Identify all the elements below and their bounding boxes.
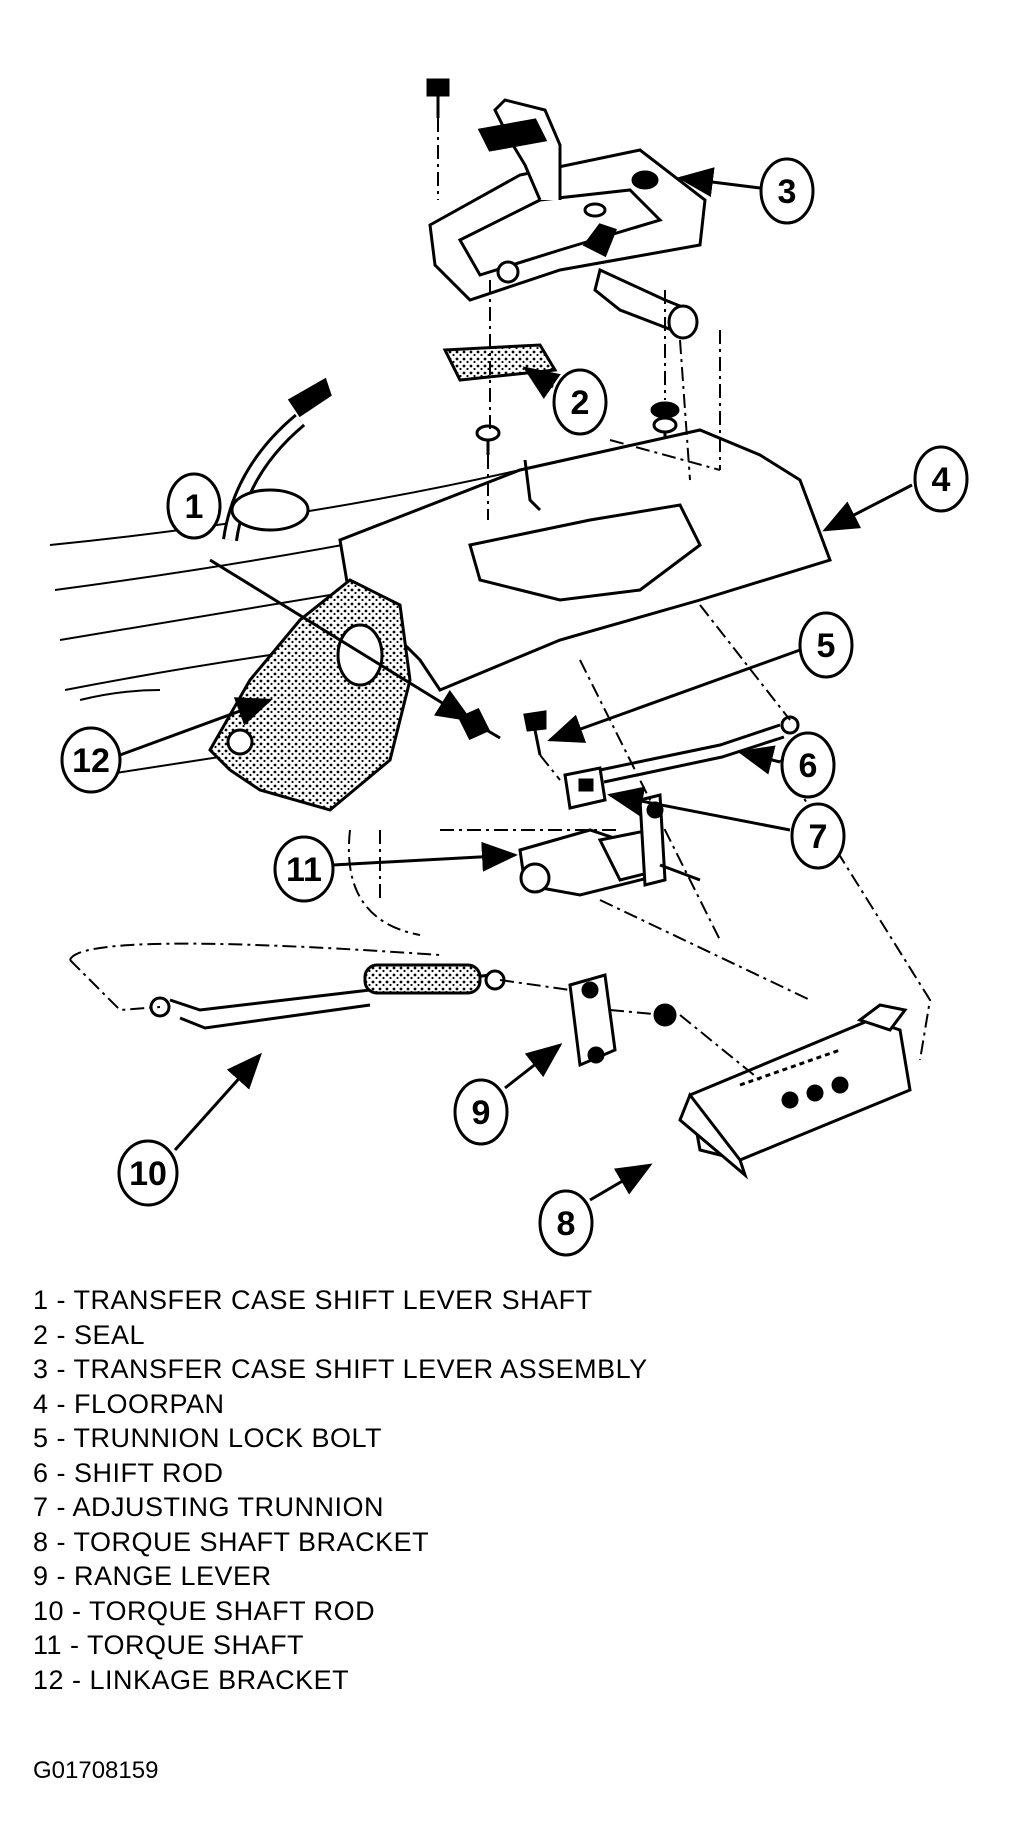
callout-7: 7 — [790, 802, 846, 870]
legend-item: 1 - TRANSFER CASE SHIFT LEVER SHAFT — [33, 1285, 593, 1315]
seal — [442, 343, 558, 382]
legend-item: 4 - FLOORPAN — [33, 1388, 225, 1419]
callout-5: 5 — [798, 611, 854, 679]
callout-8-label: 8 — [557, 1205, 576, 1243]
callout-8: 8 — [538, 1189, 594, 1257]
range-lever — [568, 973, 677, 1068]
legend-item: 7 - ADJUSTING TRUNNION — [33, 1492, 385, 1522]
callout-11: 11 — [273, 835, 335, 903]
shift-rod — [599, 715, 800, 784]
callout-2: 2 — [552, 368, 608, 436]
callout-1: 1 — [166, 472, 222, 540]
legend-item: 6 - SHIFT ROD — [33, 1457, 224, 1488]
legend-item: 5 - TRUNNION LOCK BOLT — [33, 1423, 383, 1453]
callout-3: 3 — [759, 157, 815, 225]
callouts: 1 2 3 4 5 6 7 8 — [60, 157, 969, 1257]
callout-5-label: 5 — [817, 627, 836, 665]
shift-lever-shaft-fitting — [457, 708, 501, 740]
callout-3-label: 3 — [778, 173, 797, 211]
trunnion-lock-bolt — [523, 710, 547, 756]
exploded-linkage-diagram: 1 2 3 4 5 6 7 8 — [49, 78, 969, 1257]
legend-item: 11 - TORQUE SHAFT — [33, 1630, 305, 1660]
parts-legend: 1 - TRANSFER CASE SHIFT LEVER SHAFT 2 - … — [33, 1283, 1013, 1697]
leader-lines — [119, 167, 913, 1202]
callout-4-label: 4 — [932, 461, 951, 499]
legend-item: 2 - SEAL — [33, 1319, 146, 1350]
callout-6: 6 — [780, 731, 836, 799]
callout-1-label: 1 — [185, 488, 204, 526]
legend-item: 9 - RANGE LEVER — [33, 1561, 272, 1591]
floorpan — [338, 428, 832, 692]
callout-12: 12 — [60, 726, 122, 794]
legend-item: 12 - LINKAGE BRACKET — [33, 1664, 350, 1695]
legend-item: 3 - TRANSFER CASE SHIFT LEVER ASSEMBLY — [33, 1354, 648, 1384]
callout-4: 4 — [913, 445, 969, 513]
callout-9-label: 9 — [472, 1094, 491, 1132]
linkage-bracket — [208, 377, 412, 812]
figure-id: G01708159 — [33, 1757, 159, 1784]
torque-shaft — [518, 793, 701, 897]
callout-7-label: 7 — [809, 818, 828, 856]
shift-lever-assembly — [428, 98, 707, 340]
torque-shaft-bracket — [678, 1003, 912, 1180]
legend-item: 10 - TORQUE SHAFT ROD — [33, 1595, 376, 1626]
callout-6-label: 6 — [799, 747, 818, 785]
callout-11-label: 11 — [286, 851, 322, 889]
callout-9: 9 — [453, 1078, 509, 1146]
callout-10-label: 10 — [129, 1155, 167, 1193]
callout-10: 10 — [117, 1139, 179, 1207]
adjusting-trunnion — [563, 766, 607, 810]
legend-item: 8 - TORQUE SHAFT BRACKET — [33, 1526, 430, 1557]
lever-bolt — [426, 78, 450, 118]
callout-2-label: 2 — [571, 384, 590, 422]
torque-shaft-rod — [149, 963, 506, 1030]
callout-12-label: 12 — [72, 742, 110, 780]
